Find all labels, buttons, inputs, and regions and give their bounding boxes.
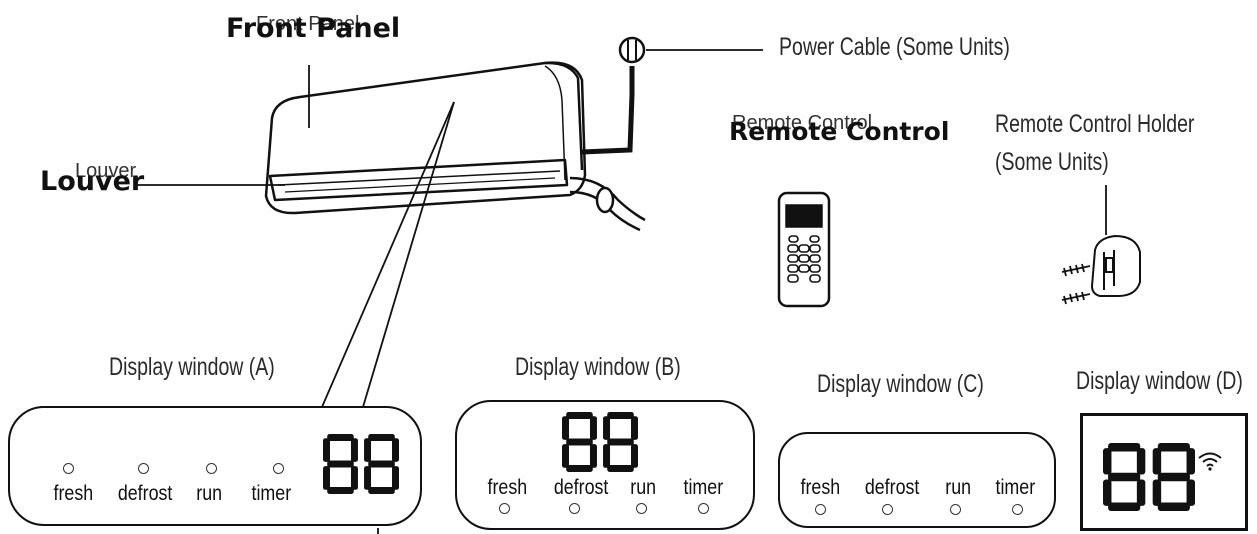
digit-segment (1157, 443, 1190, 452)
display-window-b: fresh defrost run timer (455, 400, 755, 530)
display-leader-right (362, 101, 455, 408)
power-cable-label: Power Cable (Some Units) (779, 33, 1010, 61)
digit-segment (566, 465, 593, 472)
digit-segment (368, 434, 395, 441)
display-c-title: Display window (C) (817, 370, 984, 398)
digit-segment (1108, 502, 1141, 511)
digit-segment (1152, 479, 1162, 506)
seven-segment-display (562, 412, 638, 472)
digit-segment (350, 466, 358, 490)
run-indicator-light (206, 463, 217, 474)
wifi-icon (1198, 452, 1222, 471)
digit-segment (1136, 479, 1146, 506)
digit-segment (1157, 502, 1190, 511)
digit-segment (364, 466, 372, 490)
digit-segment (368, 487, 395, 494)
timer-label: timer (251, 482, 292, 505)
fresh-label: fresh (487, 476, 528, 499)
digit-segment (327, 434, 354, 441)
digit-segment (1157, 472, 1190, 482)
display-leader-left (321, 101, 455, 408)
digit-segment (368, 460, 395, 468)
defrost-indicator-light (569, 503, 580, 514)
digit-segment (562, 416, 569, 440)
seven-segment-display (1103, 443, 1195, 511)
digit-segment (603, 416, 611, 440)
fresh-indicator-light (63, 463, 74, 474)
digit-segment (607, 412, 634, 419)
remote-holder (1061, 185, 1141, 305)
fresh-indicator-light (499, 503, 510, 514)
digit-segment (1108, 472, 1141, 482)
remote-control-ghost-label: Remote Control (732, 112, 873, 134)
remote-control (777, 191, 831, 308)
digit-segment (1103, 448, 1112, 475)
display-window-d (1080, 413, 1248, 531)
defrost-indicator-light (138, 463, 149, 474)
digit-segment (607, 465, 634, 472)
digit-segment (562, 444, 569, 468)
digit-segment (327, 487, 354, 494)
digit-segment (392, 438, 399, 462)
ac-indoor-unit (264, 61, 587, 215)
digit-segment (364, 438, 372, 462)
display-a-title: Display window (A) (109, 353, 275, 381)
digit-segment (603, 444, 611, 468)
timer-label: timer (683, 476, 724, 499)
defrost-label: defrost (117, 482, 173, 505)
digit-segment (327, 460, 354, 468)
run-label: run (196, 482, 223, 505)
power-cable (581, 36, 763, 155)
digit-segment (589, 444, 597, 468)
run-label: run (945, 476, 972, 499)
fresh-label: fresh (53, 482, 94, 505)
seven-segment-display (323, 434, 399, 494)
front-panel-ghost-label: Front Panel (256, 13, 360, 35)
defrost-indicator-light (882, 504, 893, 515)
digit-segment (566, 438, 593, 446)
timer-label: timer (995, 476, 1036, 499)
drain-pipe (569, 176, 646, 232)
timer-indicator-light (273, 463, 284, 474)
digit-segment (631, 444, 638, 468)
digit-segment (589, 416, 597, 440)
digit-segment (323, 466, 330, 490)
digit-segment (1186, 479, 1195, 506)
digit-segment (1108, 443, 1141, 452)
digit-segment (1103, 479, 1112, 506)
digit-segment (631, 416, 638, 440)
fresh-label: fresh (800, 476, 841, 499)
display-b-title: Display window (B) (515, 353, 681, 381)
digit-segment (1186, 448, 1195, 475)
display-window-a: fresh defrost run timer (8, 406, 422, 526)
run-indicator-light (636, 503, 647, 514)
timer-indicator-light (698, 503, 709, 514)
digit-segment (350, 438, 358, 462)
run-label: run (630, 476, 657, 499)
digit-segment (392, 466, 399, 490)
digit-segment (323, 438, 330, 462)
louver-ghost-label: Louver (75, 160, 137, 182)
digit-segment (1152, 448, 1162, 475)
timer-indicator-light (1012, 504, 1023, 515)
digit-segment (607, 438, 634, 446)
remote-control-label: Remote Control (729, 117, 950, 146)
digit-segment (566, 412, 593, 419)
display-d-title: Display window (D) (1076, 367, 1243, 395)
louver-label: Louver (40, 166, 145, 197)
run-indicator-light (950, 504, 961, 515)
remote-holder-label-line1: Remote Control Holder (995, 110, 1195, 138)
display-window-c: fresh defrost run timer (778, 432, 1056, 528)
fresh-indicator-light (815, 504, 826, 515)
defrost-label: defrost (553, 476, 609, 499)
digit-segment (1136, 448, 1146, 475)
remote-holder-label-line2: (Some Units) (995, 148, 1109, 176)
front-panel-label: Front Panel (226, 13, 401, 44)
defrost-label: defrost (864, 476, 920, 499)
